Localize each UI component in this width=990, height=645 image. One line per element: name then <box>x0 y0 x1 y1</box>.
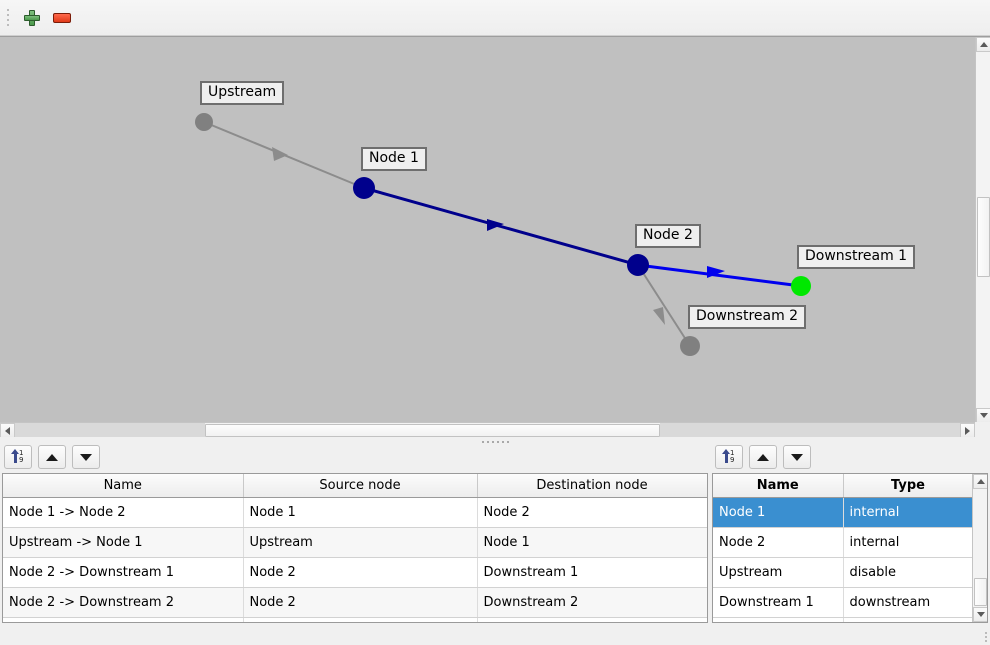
splitter-grip-icon <box>481 440 509 443</box>
graph-node-node2[interactable] <box>627 254 649 276</box>
nodes-column-name[interactable]: Name <box>713 474 844 498</box>
scrollbar-corner <box>975 422 990 437</box>
edges-move-down-button[interactable] <box>72 445 100 469</box>
edges-move-up-button[interactable] <box>38 445 66 469</box>
triangle-up-icon <box>46 453 58 461</box>
nodes-table-header-row: Name Type <box>713 474 974 498</box>
scroll-up-arrow-icon[interactable] <box>976 37 990 52</box>
edge-name-cell: Node 2 -> Downstream 2 <box>3 587 244 618</box>
edge-source-cell: Upstream <box>243 527 478 558</box>
nodes-scroll-up-arrow-icon[interactable] <box>973 474 987 489</box>
edge-source-cell: Node 1 <box>243 497 478 528</box>
table-row-empty[interactable] <box>3 617 707 622</box>
triangle-down-icon <box>791 453 803 461</box>
nodes-column-type[interactable]: Type <box>843 474 974 498</box>
table-row[interactable]: Node 2 -> Downstream 2 Node 2 Downstream… <box>3 587 707 618</box>
nodes-move-up-button[interactable] <box>749 445 777 469</box>
node-name-cell: Downstream 1 <box>713 587 844 618</box>
canvas-hscroll-thumb[interactable] <box>205 424 660 437</box>
edge-destination-cell: Node 2 <box>477 497 707 528</box>
node-type-cell: disable <box>843 557 974 588</box>
scroll-down-arrow-icon[interactable] <box>976 408 990 423</box>
node-name-cell: Node 2 <box>713 527 844 558</box>
edge-upstream-node1[interactable] <box>203 121 365 189</box>
table-row[interactable]: Downstream 1 downstream <box>713 587 974 618</box>
edge-name-cell: Node 2 -> Downstream 1 <box>3 557 244 588</box>
node-label-node1[interactable]: Node 1 <box>361 147 427 171</box>
node-label-upstream[interactable]: Upstream <box>200 81 285 105</box>
scroll-left-arrow-icon[interactable] <box>0 423 15 438</box>
edge-name-cell: Upstream -> Node 1 <box>3 527 244 558</box>
canvas-vertical-scrollbar[interactable] <box>975 37 990 423</box>
edge-source-cell: Node 2 <box>243 587 478 618</box>
edge-destination-cell: Downstream 2 <box>477 587 707 618</box>
graph-canvas-panel: Upstream Node 1 Node 2 Downstream 1 Down… <box>0 36 990 438</box>
nodes-table-scrollbar[interactable] <box>972 474 987 622</box>
nodes-move-down-button[interactable] <box>783 445 811 469</box>
table-row[interactable]: Upstream -> Node 1 Upstream Node 1 <box>3 527 707 558</box>
edges-table[interactable]: Name Source node Destination node Node 1… <box>3 474 707 622</box>
edges-column-destination[interactable]: Destination node <box>477 474 707 498</box>
scroll-right-arrow-icon[interactable] <box>960 423 975 438</box>
edges-table-frame: Name Source node Destination node Node 1… <box>2 473 708 623</box>
node-label-node2[interactable]: Node 2 <box>635 224 701 248</box>
edge-node2-downstream2[interactable] <box>637 264 691 347</box>
graph-svg <box>195 113 811 356</box>
node-type-cell: internal <box>843 527 974 558</box>
status-strip <box>0 623 990 645</box>
edges-column-name[interactable]: Name <box>3 474 244 498</box>
edge-source-cell: Node 2 <box>243 557 478 588</box>
node-type-cell: downstream <box>843 587 974 618</box>
graph-node-downstream2[interactable] <box>680 336 700 356</box>
edge-node2-downstream1[interactable] <box>637 263 802 288</box>
triangle-down-icon <box>80 453 92 461</box>
table-row[interactable]: Upstream disable <box>713 557 974 588</box>
node-name-cell: Upstream <box>713 557 844 588</box>
main-toolbar <box>0 0 990 36</box>
node-label-downstream1[interactable]: Downstream 1 <box>797 245 916 269</box>
graph-node-downstream1[interactable] <box>791 276 811 296</box>
panel-splitter[interactable] <box>0 437 990 446</box>
canvas-horizontal-scrollbar[interactable] <box>0 422 975 438</box>
graph-node-node1[interactable] <box>353 177 375 199</box>
nodes-table-frame: Name Type Node 1 internal Node 2 interna… <box>712 473 988 623</box>
edge-node1-node2[interactable] <box>363 186 639 267</box>
node-label-downstream2[interactable]: Downstream 2 <box>688 305 807 329</box>
remove-button[interactable] <box>47 3 77 33</box>
edge-destination-cell: Downstream 1 <box>477 557 707 588</box>
edges-column-source[interactable]: Source node <box>243 474 478 498</box>
nodes-scroll-down-arrow-icon[interactable] <box>973 607 987 622</box>
edge-name-cell: Node 1 -> Node 2 <box>3 497 244 528</box>
plus-icon <box>24 9 40 26</box>
table-row[interactable]: Node 2 internal <box>713 527 974 558</box>
resize-grip-icon[interactable] <box>985 632 987 642</box>
edge-destination-cell: Node 1 <box>477 527 707 558</box>
edges-table-header-row: Name Source node Destination node <box>3 474 707 498</box>
node-name-cell: Node 1 <box>713 497 844 528</box>
nodes-table[interactable]: Name Type Node 1 internal Node 2 interna… <box>713 474 974 622</box>
nodes-scroll-thumb[interactable] <box>974 578 987 606</box>
add-button[interactable] <box>17 3 47 33</box>
toolbar-drag-handle[interactable] <box>3 7 13 29</box>
triangle-up-icon <box>757 453 769 461</box>
graph-node-upstream[interactable] <box>195 113 213 131</box>
canvas-vscroll-thumb[interactable] <box>977 197 990 277</box>
minus-icon <box>53 12 71 23</box>
table-row[interactable]: Node 1 -> Node 2 Node 1 Node 2 <box>3 497 707 528</box>
table-row[interactable]: Node 2 -> Downstream 1 Node 2 Downstream… <box>3 557 707 588</box>
table-row[interactable]: Node 1 internal <box>713 497 974 528</box>
graph-canvas[interactable]: Upstream Node 1 Node 2 Downstream 1 Down… <box>0 37 975 423</box>
node-type-cell: internal <box>843 497 974 528</box>
